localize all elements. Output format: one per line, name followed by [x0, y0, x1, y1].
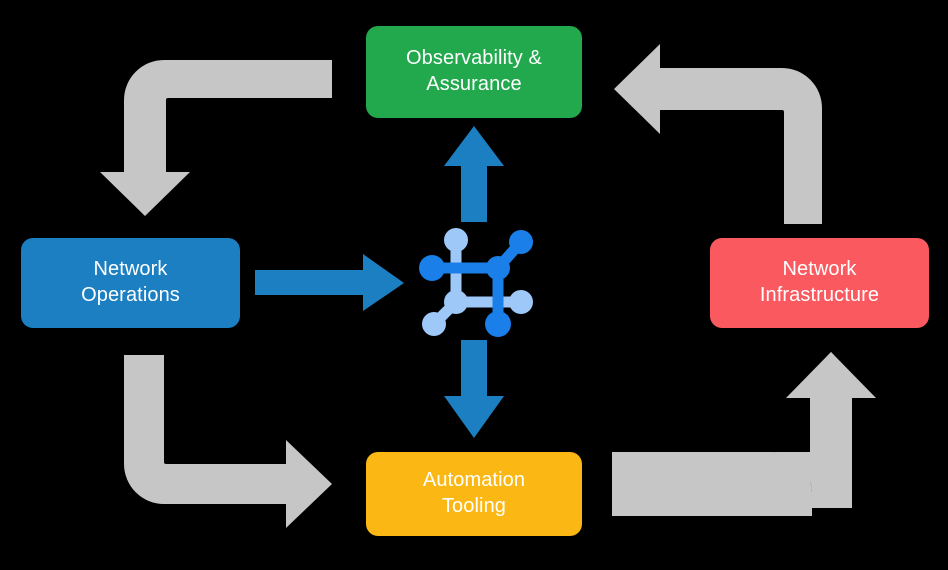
gray-arrow-network-operations-to-automation-tooling: [124, 355, 332, 528]
topology-dark-nodes: [419, 230, 533, 337]
gray-arrow-automation-tooling-to-network-infrastructure-shape: [612, 352, 874, 554]
node-automation-tooling[interactable]: Automation Tooling: [366, 452, 582, 536]
blue-arrow-center-to-observability: [444, 126, 504, 222]
node-network-operations[interactable]: Network Operations: [21, 238, 240, 328]
blue-arrow-center-to-automation-tooling: [444, 340, 504, 438]
node-network-infrastructure[interactable]: Network Infrastructure: [710, 238, 929, 328]
gray-arrow-automation-tooling-to-network-infrastructure: [612, 352, 876, 508]
network-topology-icon: [419, 228, 533, 337]
blue-arrow-network-operations-to-center: [255, 254, 404, 311]
gray-arrow-observability-to-network-operations: [100, 60, 332, 216]
node-observability-assurance[interactable]: Observability & Assurance: [366, 26, 582, 118]
gray-arrow-bottom-right: [612, 352, 874, 516]
topology-light-nodes: [422, 228, 533, 336]
gray-arrow-network-infrastructure-to-observability: [614, 44, 822, 224]
